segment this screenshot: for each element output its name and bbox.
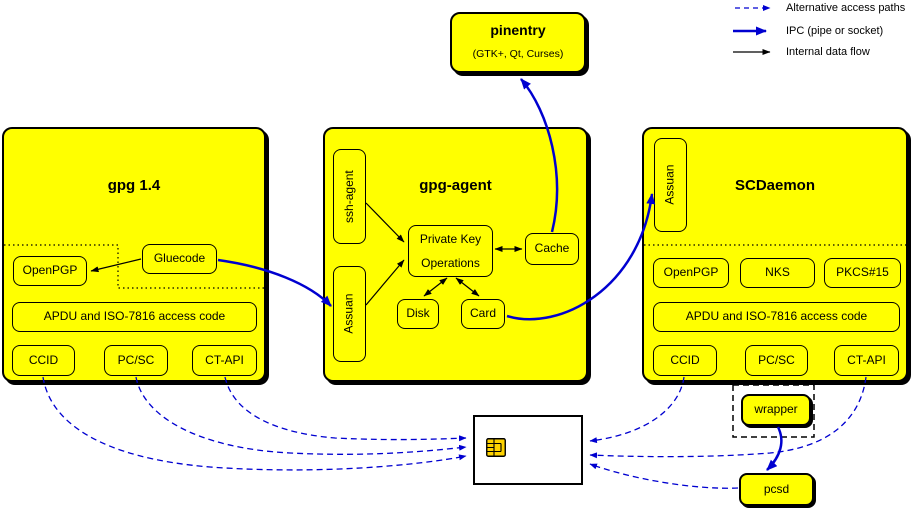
edge-wrapper-to-pcsd: [766, 426, 783, 471]
gpg14-openpgp-box: OpenPGP: [13, 256, 87, 286]
cache-box: Cache: [525, 233, 579, 265]
edge-gpg14-ccid-to-smartcard: [42, 376, 467, 471]
gpg14-apdu-box: APDU and ISO-7816 access code: [12, 302, 257, 332]
scdaemon-nks-box: NKS: [740, 258, 815, 288]
card-box: Card: [461, 299, 505, 329]
smartcard-chip-icon: [486, 438, 506, 457]
disk-box: Disk: [397, 299, 439, 329]
gpg-agent-assuan-box: Assuan: [333, 266, 366, 362]
scdaemon-openpgp-box: OpenPGP: [653, 258, 729, 288]
gpg14-gluecode-box: Gluecode: [142, 244, 217, 274]
pinentry-subtitle: (GTK+, Qt, Curses): [472, 48, 564, 60]
scdaemon-pcsc-box: PC/SC: [745, 345, 808, 376]
scdaemon-pkcs15-box: PKCS#15: [824, 258, 901, 288]
edge-gpg14-ctapi-to-smartcard: [224, 376, 467, 442]
wrapper-box: wrapper: [741, 394, 811, 426]
pcsd-box: pcsd: [739, 473, 814, 506]
legend-label-internal: Internal data flow: [786, 46, 870, 58]
legend-label-ipc: IPC (pipe or socket): [786, 25, 884, 37]
private-key-operations-box: Private Key Operations: [408, 225, 493, 277]
scdaemon-box: [642, 127, 908, 382]
gpg14-ccid-box: CCID: [12, 345, 75, 376]
gpg14-title: gpg 1.4: [107, 177, 161, 194]
edge-scdaemon-ccid-to-smartcard: [589, 376, 685, 444]
pinentry-title: pinentry: [490, 22, 546, 38]
scdaemon-title: SCDaemon: [734, 177, 816, 194]
scdaemon-ccid-box: CCID: [653, 345, 717, 376]
legend-label-alternative: Alternative access paths: [786, 2, 906, 14]
gpg14-pcsc-box: PC/SC: [104, 345, 168, 376]
scdaemon-assuan-box: Assuan: [654, 138, 687, 232]
gpg-agent-ssh-agent-box: ssh-agent: [333, 149, 366, 244]
smartcard: [473, 415, 583, 485]
edge-gpg14-pcsc-to-smartcard: [135, 376, 467, 455]
edge-scdaemon-ctapi-to-smartcard: [589, 376, 867, 459]
gpg14-box: [2, 127, 266, 382]
gpg14-ctapi-box: CT-API: [192, 345, 257, 376]
pinentry-box: [450, 12, 586, 73]
edge-pcsd-to-smartcard: [589, 463, 739, 489]
gpg-agent-title: gpg-agent: [419, 177, 492, 194]
scdaemon-ctapi-box: CT-API: [834, 345, 899, 376]
scdaemon-apdu-box: APDU and ISO-7816 access code: [653, 302, 900, 332]
